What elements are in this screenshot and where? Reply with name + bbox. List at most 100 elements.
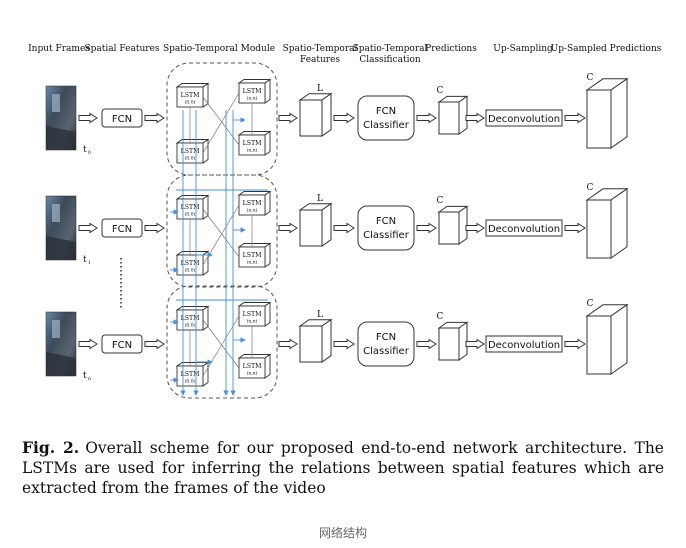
time-label-3: t: [83, 371, 87, 381]
deconv-label-3: Deconvolution: [488, 340, 560, 351]
classifier-label-2-2: Classifier: [363, 230, 410, 241]
lstm-cell-1-2-label: LSTM: [243, 88, 262, 95]
deconv-box-2: [485, 219, 563, 237]
lstm-cell-1-3-label: LSTM: [181, 148, 200, 155]
lstm-cell-2-3-label: LSTM: [181, 260, 200, 267]
figure-caption: Fig. 2.Overall scheme for our proposed e…: [22, 438, 664, 498]
column-header-4-line2: Features: [300, 55, 340, 65]
arrow-classifier-to-predictions-1: [416, 112, 437, 124]
input-frame-road-1: [46, 126, 76, 150]
lstm-cell-2-4-side: [264, 242, 271, 268]
lstm-cell-3-4-sub: (n,n): [247, 370, 258, 377]
fcn-box-2: [101, 218, 143, 238]
feature-dim-label-2: L: [317, 194, 323, 204]
arrow-classifier-to-predictions-2: [416, 222, 437, 234]
class-dim-label-3: C: [437, 312, 444, 322]
arrow-predictions-to-deconv-3: [465, 338, 485, 350]
column-header-2: Spatial Features: [85, 44, 160, 54]
lstm-cell-2-3-sub: (0,0): [185, 267, 196, 274]
upsampled-cuboid-2: [585, 187, 629, 259]
lstm-cell-1-4-label: LSTM: [243, 140, 262, 147]
arrow-fcn-to-module-3: [144, 338, 165, 350]
deconv-box-1: [485, 109, 563, 127]
feature-cuboid-2-front: [299, 209, 323, 247]
fcn-label-3: FCN: [112, 340, 132, 351]
feature-dim-label-1: L: [317, 84, 323, 94]
lstm-cell-2-4-label: LSTM: [243, 252, 262, 259]
lstm-cell-1-1: LSTM(0,0): [175, 82, 210, 108]
input-frame-road-3: [46, 352, 76, 376]
lstm-cell-1-2-side: [264, 78, 271, 104]
lstm-cell-2-1-side: [202, 194, 209, 220]
column-header-7: Up-Sampling: [493, 44, 553, 54]
lstm-cell-1-2: LSTM(n,n): [237, 78, 272, 104]
lstm-cell-1-4-sub: (n,n): [247, 147, 258, 154]
lstm-link-a-3: [202, 319, 240, 369]
arrow-module-to-features-3: [278, 338, 298, 350]
arrow-frame-to-fcn-2: [78, 222, 98, 234]
feature-cuboid-3: [298, 318, 333, 363]
column-header-4-line1: Spatio-Temporal: [283, 44, 358, 54]
lstm-cell-3-3-label: LSTM: [181, 371, 200, 378]
arrow-deconv-to-upsampled-2: [564, 222, 586, 234]
lstm-cell-1-1-side: [202, 82, 209, 108]
lstm-link-a-1: [202, 96, 240, 146]
arrow-deconv-to-upsampled-3: [564, 338, 586, 350]
column-header-5-line2: Classification: [359, 55, 421, 65]
time-label-2: t: [83, 255, 87, 265]
caption-text: Overall scheme for our proposed end-to-e…: [22, 439, 664, 497]
lstm-cell-3-2: LSTM(n,n): [237, 301, 272, 327]
prediction-cuboid-2: [437, 205, 469, 245]
lstm-cell-3-2-label: LSTM: [243, 311, 262, 318]
lstm-cell-3-3: LSTM(0,0): [175, 361, 210, 387]
arrow-predictions-to-deconv-1: [465, 112, 485, 124]
input-frame-sky-3: [52, 320, 60, 338]
input-frame-road-2: [46, 236, 76, 260]
arrow-fcn-to-module-2: [144, 222, 165, 234]
arrow-frame-to-fcn-3: [78, 338, 98, 350]
lstm-cell-2-1-sub: (0,0): [185, 211, 196, 218]
footer-note: 网络结构: [318, 526, 367, 540]
deconv-box-3: [485, 335, 563, 353]
time-subscript-1: 0: [88, 150, 91, 156]
lstm-cell-2-4-sub: (n,n): [247, 259, 258, 266]
st-module-2: [166, 174, 278, 288]
lstm-cell-3-2-side: [264, 301, 271, 327]
column-header-5-line1: Spatio-Temporal: [353, 44, 428, 54]
lstm-cell-3-4: LSTM(n,n): [237, 353, 272, 379]
upsampled-cuboid-1: [585, 77, 629, 149]
feature-cuboid-1-front: [299, 99, 323, 137]
feature-dim-label-3: L: [317, 310, 323, 320]
lstm-cell-1-4: LSTM(n,n): [237, 130, 272, 156]
lstm-cell-1-3-sub: (0,0): [185, 155, 196, 162]
lstm-cell-1-3: LSTM(0,0): [175, 138, 210, 164]
upsampled-dim-label-1: C: [587, 73, 594, 83]
prediction-cuboid-3-front: [438, 327, 460, 361]
classifier-label-1-2: FCN: [376, 216, 396, 227]
arrow-module-to-features-1: [278, 112, 298, 124]
lstm-cell-1-2-sub: (n,n): [247, 95, 258, 102]
lstm-cell-3-3-sub: (0,0): [185, 378, 196, 385]
upsampled-dim-label-3: C: [587, 299, 594, 309]
classifier-box-3: [357, 321, 415, 367]
lstm-cell-3-1-sub: (0,0): [185, 322, 196, 329]
lstm-cell-2-1-label: LSTM: [181, 204, 200, 211]
prediction-cuboid-1: [437, 95, 469, 135]
upsampled-cuboid-3-side: [610, 303, 628, 375]
lstm-cell-3-1-label: LSTM: [181, 315, 200, 322]
lstm-cell-1-4-side: [264, 130, 271, 156]
upsampled-cuboid-3-front: [586, 315, 612, 375]
lstm-cell-3-1-side: [202, 305, 209, 331]
lstm-cell-1-1-label: LSTM: [181, 92, 200, 99]
upsampled-dim-label-2: C: [587, 183, 594, 193]
fcn-label-1: FCN: [112, 114, 132, 125]
arrow-module-to-features-2: [278, 222, 298, 234]
arrow-frame-to-fcn-1: [78, 112, 98, 124]
st-module-3: [166, 285, 278, 399]
upsampled-cuboid-1-front: [586, 89, 612, 149]
lstm-cell-2-2-label: LSTM: [243, 200, 262, 207]
lstm-cell-3-4-label: LSTM: [243, 363, 262, 370]
input-frame-sky-1: [52, 94, 60, 112]
lstm-cell-2-4: LSTM(n,n): [237, 242, 272, 268]
